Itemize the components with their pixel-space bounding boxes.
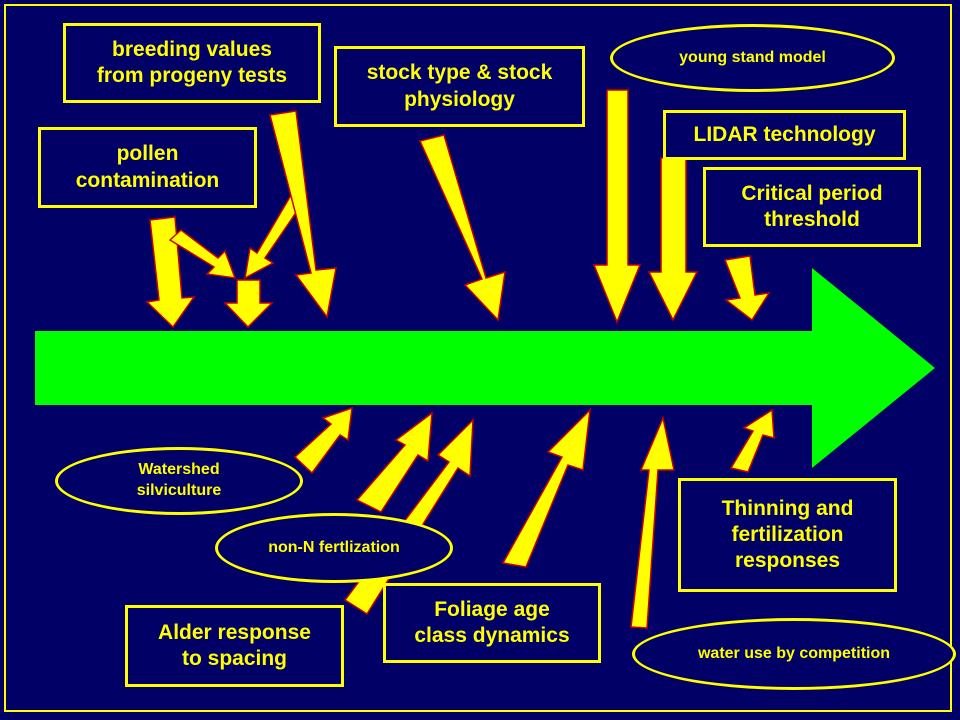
non-n-label: non-N fertlization xyxy=(268,538,400,556)
alder-label: Alder response to spacing xyxy=(158,620,311,670)
breeding-values-label: breeding values from progeny tests xyxy=(96,37,288,87)
lidar-label: LIDAR technology xyxy=(693,122,876,146)
arrow-pollen-down xyxy=(145,216,196,329)
arrow-watershed-up xyxy=(293,406,353,475)
watershed-label: Watershed silviculture xyxy=(136,461,222,499)
arrow-thinning-up xyxy=(729,408,775,473)
critical-period-box: Critical period threshold xyxy=(703,167,921,247)
young-stand-oval: young stand model xyxy=(610,24,895,92)
arrow-stock-down xyxy=(418,134,506,322)
arrow-breeding-down xyxy=(269,110,337,319)
foliage-box: Foliage age class dynamics xyxy=(383,583,601,663)
alder-box: Alder response to spacing xyxy=(125,605,344,687)
arrow-center-stub xyxy=(223,279,274,329)
arrow-foliage-up xyxy=(501,407,591,568)
thinning-label: Thinning and fertilization responses xyxy=(721,496,854,573)
arrow-young-stand-down xyxy=(592,89,642,325)
lidar-box: LIDAR technology xyxy=(663,110,906,160)
arrow-pollen-diagonal xyxy=(168,229,237,279)
foliage-label: Foliage age class dynamics xyxy=(414,597,570,647)
water-use-label: water use by competition xyxy=(697,644,891,662)
arrow-water-up xyxy=(630,415,675,629)
pollen-box: pollen contamination xyxy=(38,127,257,208)
critical-period-label: Critical period threshold xyxy=(741,181,883,231)
main-arrow xyxy=(35,268,935,468)
breeding-values-box: breeding values from progeny tests xyxy=(63,23,321,103)
arrow-critical-down xyxy=(723,255,771,322)
stock-type-box: stock type & stock physiology xyxy=(334,46,585,127)
slide-border xyxy=(4,4,952,712)
water-use-oval: water use by competition xyxy=(632,618,956,690)
watershed-oval: Watershed silviculture xyxy=(55,447,303,515)
thinning-box: Thinning and fertilization responses xyxy=(678,478,897,592)
stock-type-label: stock type & stock physiology xyxy=(366,61,553,111)
arrow-lidar-down xyxy=(647,157,699,322)
arrow-nonn-up xyxy=(355,411,433,513)
pollen-label: pollen contamination xyxy=(75,142,220,192)
young-stand-label: young stand model xyxy=(679,48,826,66)
non-n-oval: non-N fertlization xyxy=(215,513,453,583)
